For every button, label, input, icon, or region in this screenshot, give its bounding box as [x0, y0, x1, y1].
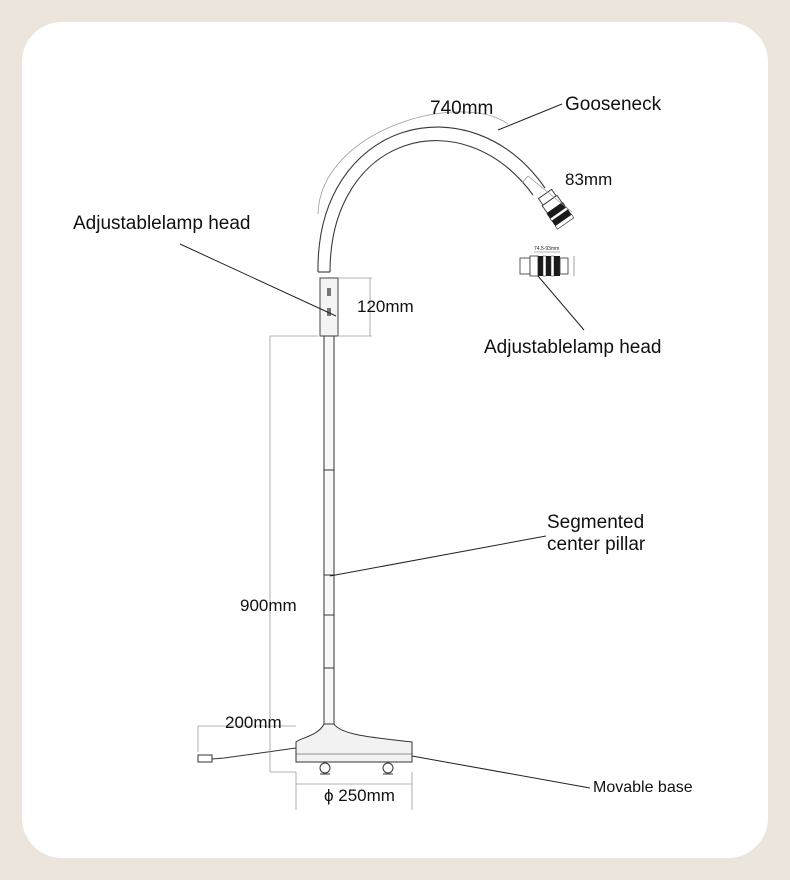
pillar-height-label: 900mm	[240, 596, 297, 615]
segmented-pillar	[323, 335, 335, 725]
movable-base	[295, 723, 413, 775]
lamp-head-inset-dim: 74.5-93mm	[534, 246, 559, 252]
dimension-lines	[197, 111, 573, 810]
head-block-height-label: 120mm	[357, 297, 414, 316]
base-diameter-label: ϕ 250mm	[324, 786, 395, 805]
lamp-head-label-left: Adjustablelamp head	[73, 213, 251, 234]
head-length-label: 83mm	[565, 170, 613, 189]
lamp-head-inset	[519, 251, 575, 277]
movable-base-label: Movable base	[593, 779, 693, 796]
head-clamp-block	[319, 277, 339, 337]
gooseneck-length-label: 740mm	[430, 98, 494, 119]
power-cable	[197, 747, 297, 763]
diagram-card	[22, 22, 768, 858]
gooseneck-arm	[317, 126, 546, 273]
cable-length-label: 200mm	[225, 713, 282, 732]
segmented-pillar-label: Segmented center pillar	[547, 512, 646, 555]
gooseneck-label: Gooseneck	[565, 94, 662, 115]
leader-lines	[179, 103, 591, 789]
lamp-head-label-right: Adjustablelamp head	[484, 337, 662, 358]
